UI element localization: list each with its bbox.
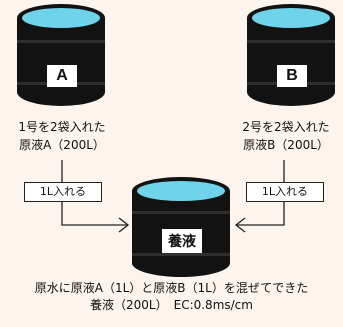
drum-b: B (244, 2, 338, 108)
drum-a-caption-line2: 原液A（200L） (19, 138, 105, 152)
drum-mixed-label: 養液 (162, 229, 202, 253)
drum-b-caption-line1: 2号を2袋入れた (242, 120, 330, 134)
drum-b-label: B (277, 65, 307, 87)
pour-label-a: 1L入れる (24, 182, 102, 202)
flow-arrowhead-b (234, 217, 246, 233)
drum-b-caption: 2号を2袋入れた 原液B（200L） (226, 118, 343, 154)
drum-mixed-solution: 養液 (129, 175, 233, 279)
drum-mixed-graphic (132, 177, 230, 277)
mixed-solution-caption: 原水に原液A（1L）と原液B（1L）を混ぜてできた 養液（200L） EC:0.… (4, 280, 339, 314)
mixed-caption-line1: 原水に原液A（1L）と原液B（1L）を混ぜてできた (34, 281, 309, 295)
mixed-caption-line2: 養液（200L） EC:0.8ms/cm (90, 298, 253, 312)
drum-a: A (14, 2, 108, 108)
flow-line-a (61, 160, 128, 226)
pour-label-b: 1L入れる (246, 182, 324, 202)
flow-arrowhead-a (118, 217, 130, 233)
flow-line-b (236, 160, 285, 226)
drum-a-caption: 1号を2袋入れた 原液A（200L） (0, 118, 124, 154)
drum-b-caption-line2: 原液B（200L） (243, 138, 329, 152)
drum-a-caption-line1: 1号を2袋入れた (18, 120, 106, 134)
drum-a-label: A (47, 65, 77, 87)
